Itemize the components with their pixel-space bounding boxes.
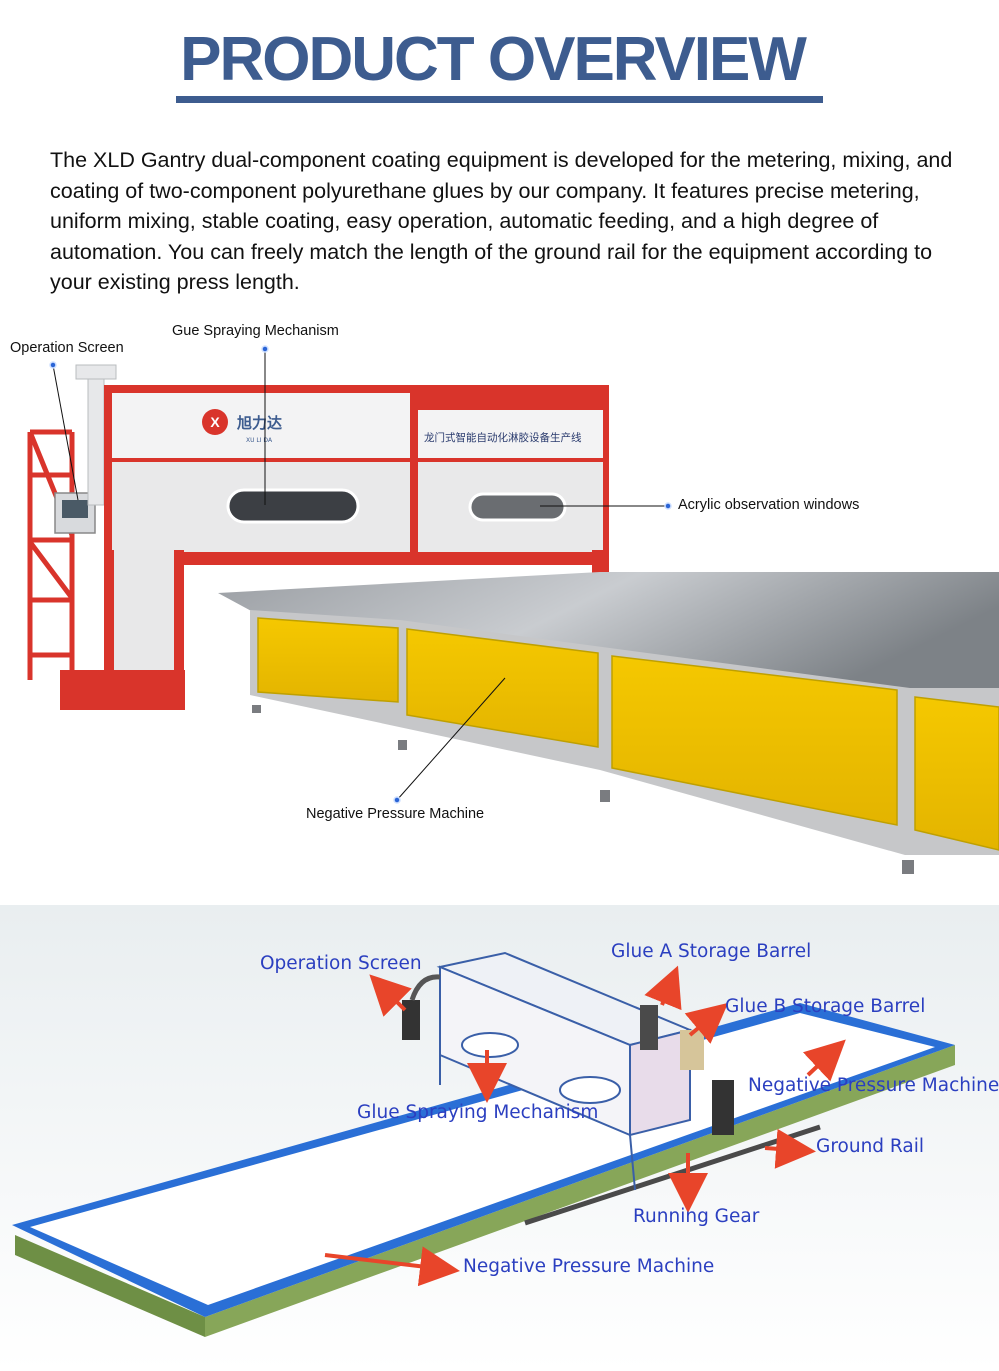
equipment-render: Operation Screen Glue A Storage Barrel G… <box>0 905 999 1371</box>
table-top <box>218 572 999 688</box>
equipment-photo: X 旭力达 XU LI DA 龙门式智能自动化淋胶设备生产线 <box>0 310 999 885</box>
label-glue-spraying: Glue Spraying Mechanism <box>357 1102 599 1123</box>
label-negative-pressure-right: Negative Pressure Machine <box>748 1075 999 1096</box>
render-barrel-a <box>640 1005 658 1050</box>
label-negative-pressure-bottom: Negative Pressure Machine <box>463 1256 715 1277</box>
render-table-top <box>30 1013 935 1305</box>
render-base-left <box>15 1235 205 1337</box>
equipment-photo-illustration: X 旭力达 XU LI DA 龙门式智能自动化淋胶设备生产线 <box>27 345 999 874</box>
label-running-gear: Running Gear <box>633 1206 760 1227</box>
label-ground-rail: Ground Rail <box>816 1136 924 1157</box>
ladder-tower <box>27 429 75 700</box>
render-barrel-b <box>680 1030 704 1070</box>
label-glue-a-barrel: Glue A Storage Barrel <box>611 941 812 962</box>
page-header: PRODUCT OVERVIEW <box>0 24 999 103</box>
render-arrows <box>324 965 846 1287</box>
brand-logo-subtext: XU LI DA <box>246 437 273 444</box>
label-operation-screen: Operation Screen <box>260 953 422 974</box>
callout-negative-pressure: Negative Pressure Machine <box>306 806 485 822</box>
callout-operation-screen: Operation Screen <box>10 340 124 356</box>
brand-logo-text: 旭力达 <box>236 414 282 432</box>
intro-paragraph: The XLD Gantry dual-component coating eq… <box>50 148 953 294</box>
render-gantry <box>436 951 694 1191</box>
gantry-frame: X 旭力达 XU LI DA 龙门式智能自动化淋胶设备生产线 <box>60 385 609 710</box>
callout-lines <box>49 345 672 804</box>
callout-gue-spraying: Gue Spraying Mechanism <box>172 323 339 339</box>
equipment-render-illustration <box>0 905 999 1371</box>
callout-acrylic-windows: Acrylic observation windows <box>678 497 860 513</box>
panel-sign-text: 龙门式智能自动化淋胶设备生产线 <box>424 431 582 444</box>
render-operation-screen <box>402 1000 420 1040</box>
label-glue-b-barrel: Glue B Storage Barrel <box>725 996 926 1017</box>
svg-text:X: X <box>210 414 220 430</box>
page-title: PRODUCT OVERVIEW <box>176 24 823 103</box>
